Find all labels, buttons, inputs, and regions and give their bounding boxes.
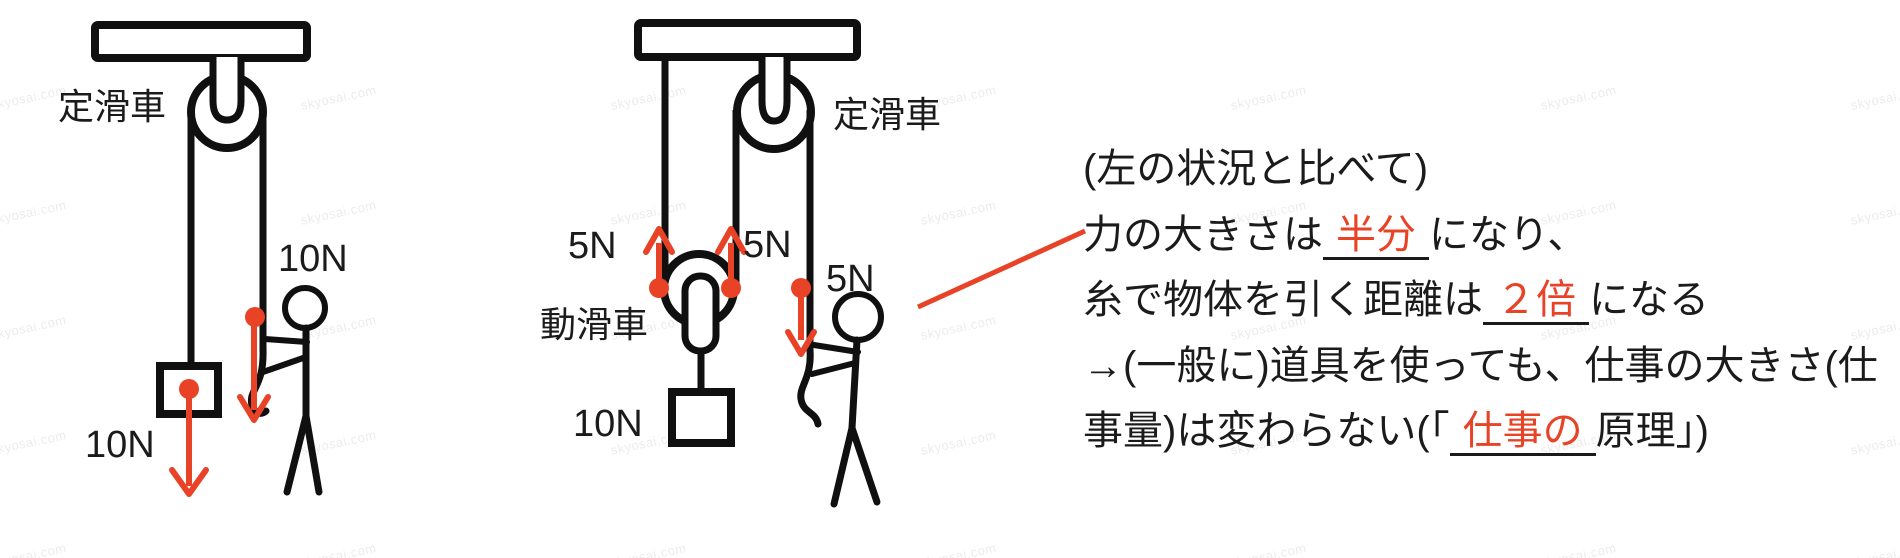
person-leg-right	[302, 412, 323, 496]
note-text: 事量)は変わらない(「	[1083, 409, 1450, 453]
blank-answer-double: ２倍	[1483, 278, 1589, 325]
person-head	[832, 291, 884, 343]
hand-force-point	[245, 307, 265, 327]
note-line-5: 事量)は変わらない(「仕事の原理」)	[1083, 399, 1878, 465]
note-text: になり、	[1429, 212, 1588, 257]
person-leg-left	[283, 412, 310, 496]
ceiling-bar	[634, 19, 861, 61]
note-line-1: (左の状況と比べて)	[1083, 137, 1878, 203]
person-middle	[809, 291, 884, 508]
person-head	[282, 285, 328, 331]
middle-rope-tension-arrowhead	[715, 226, 747, 255]
callout-line	[916, 228, 1087, 310]
left-rope-force-label: 5N	[568, 225, 617, 267]
middle-hand-force-label: 5N	[826, 258, 875, 300]
left-fixed-pulley-label: 定滑車	[58, 86, 166, 127]
weight-force-point	[179, 379, 199, 399]
person-left	[260, 285, 328, 496]
note-text: 力の大きさは	[1083, 212, 1323, 257]
pulley-axle	[209, 57, 245, 124]
rope-loose-end	[797, 346, 822, 428]
note-text: 糸で物体を引く距離は	[1083, 278, 1483, 322]
hand-force-arrowhead	[785, 329, 817, 357]
movable-pulley-hook	[681, 272, 720, 355]
left-rope-tension-arrowhead	[643, 226, 675, 255]
note-text: になる	[1589, 278, 1709, 322]
note-text: →(一般に)道具を使っても、仕事の大きさ(仕	[1083, 343, 1878, 388]
person-leg-left	[830, 424, 856, 508]
note-line-4: →(一般に)道具を使っても、仕事の大きさ(仕	[1083, 334, 1878, 400]
hand-force-point	[791, 278, 811, 298]
ceiling-bar	[91, 21, 311, 62]
left-hand-force-label: 10N	[278, 238, 348, 280]
middle-rope-force-label: 5N	[743, 224, 792, 266]
blank-answer-work: 仕事の	[1449, 409, 1596, 456]
person-arm-lower	[809, 360, 858, 377]
middle-rope-tension-point	[721, 278, 741, 298]
hand-force-arrowhead	[237, 394, 271, 423]
middle-fixed-pulley-label: 定滑車	[833, 94, 941, 135]
pulley-axle	[758, 57, 791, 125]
middle-pulley-diagram: 定滑車 動滑車 5N 5N 5N 10N	[540, 19, 941, 508]
blank-answer-half: 半分	[1323, 212, 1429, 260]
movable-pulley-label: 動滑車	[540, 304, 648, 345]
weight-force-arrowhead	[169, 467, 209, 497]
note-line-2: 力の大きさは半分になり、	[1083, 203, 1878, 269]
person-leg-right	[848, 424, 881, 506]
left-pulley-diagram: 定滑車 10N 10N	[58, 21, 348, 497]
left-rope-tension-point	[649, 278, 669, 298]
person-arm-lower	[260, 354, 309, 375]
person-arm-upper	[262, 336, 310, 345]
middle-weight-label: 10N	[573, 403, 643, 445]
person-arm-upper	[811, 342, 861, 355]
note-text: 原理」)	[1595, 409, 1709, 453]
left-weight-force-label: 10N	[85, 424, 155, 466]
weight-box	[668, 388, 735, 447]
note-text: (左の状況と比べて)	[1083, 147, 1429, 191]
